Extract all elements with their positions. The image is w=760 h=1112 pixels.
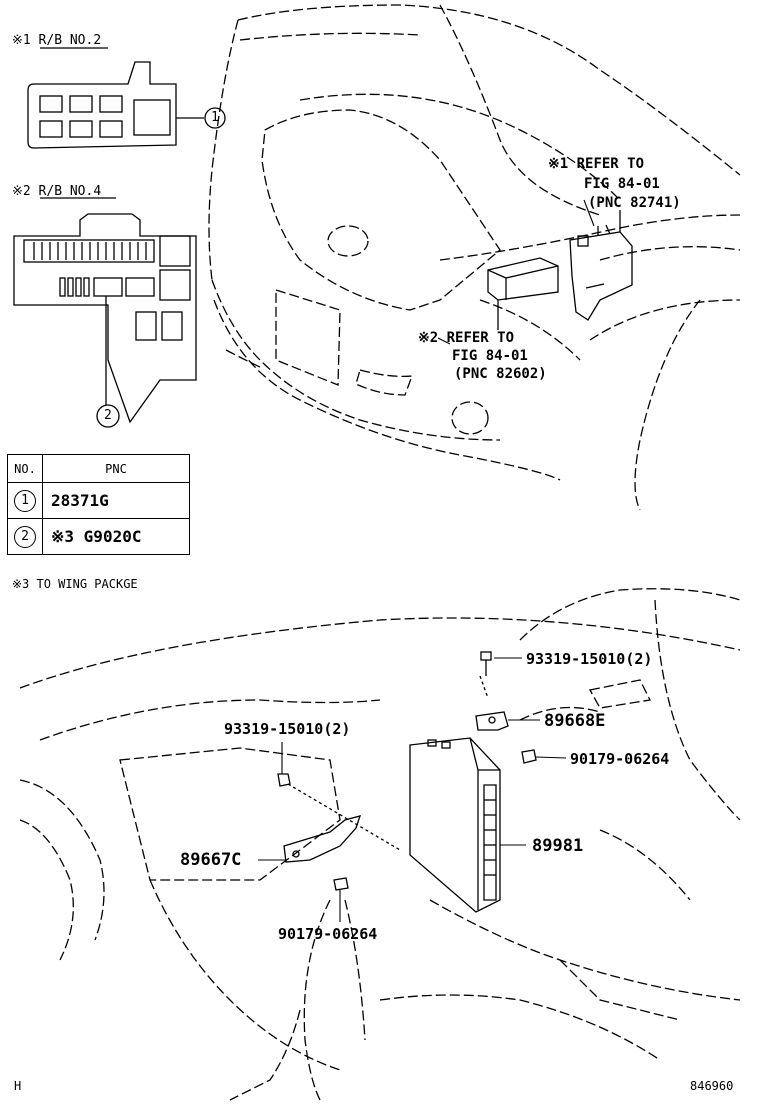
refer2-line1: ※2 REFER TO xyxy=(418,330,515,346)
part-nut-right: 90179-06264 xyxy=(570,750,670,768)
table-row: 2 ※3 G9020C xyxy=(7,518,190,555)
relay-block-2-drawing xyxy=(27,47,226,149)
vehicle-relay-blocks-drawing xyxy=(487,210,633,330)
inset2-title: ※2 R/B NO.4 xyxy=(12,184,102,199)
relay-block-4-drawing xyxy=(13,197,197,428)
part-bolt-left: 93319-15010(2) xyxy=(224,720,351,738)
illustration-number: 846960 xyxy=(690,1079,734,1093)
table-header-no: NO. xyxy=(7,454,43,483)
refer2-line2: FIG 84-01 xyxy=(452,348,528,364)
corner-left-code: H xyxy=(14,1079,22,1093)
table-row: 1 28371G xyxy=(7,482,190,519)
row-number: 1 xyxy=(14,490,36,512)
part-ecu: 89981 xyxy=(532,836,584,856)
footnote: ※3 TO WING PACKGE xyxy=(12,577,138,591)
inset1-callout: 1 xyxy=(211,110,219,125)
pnc-table: NO. PNC 1 28371G 2 ※3 G9020C xyxy=(7,454,190,555)
inset1-title: ※1 R/B NO.2 xyxy=(12,33,102,48)
leader-lines xyxy=(258,199,595,922)
ecu-unit-drawing xyxy=(409,737,501,913)
part-bracket-right: 89668E xyxy=(544,711,606,731)
refer1-line3: (PNC 82741) xyxy=(588,195,681,211)
part-bolt-right: 93319-15010(2) xyxy=(526,650,653,668)
row-pnc: ※3 G9020C xyxy=(51,527,142,546)
vehicle-front-drawing xyxy=(208,4,741,511)
part-bracket-left: 89667C xyxy=(180,850,242,870)
part-nut-left: 90179-06264 xyxy=(278,925,378,943)
right-bracket-drawing xyxy=(475,651,537,764)
dashboard-drawing xyxy=(19,588,741,1101)
row-pnc: 28371G xyxy=(51,491,109,510)
refer2-line3: (PNC 82602) xyxy=(454,366,547,382)
refer1-line1: ※1 REFER TO xyxy=(548,156,645,172)
inset2-callout: 2 xyxy=(104,408,112,423)
refer1-line2: FIG 84-01 xyxy=(584,176,660,192)
table-header-pnc: PNC xyxy=(42,454,190,483)
row-number: 2 xyxy=(14,526,36,548)
left-bracket-drawing xyxy=(277,773,401,891)
